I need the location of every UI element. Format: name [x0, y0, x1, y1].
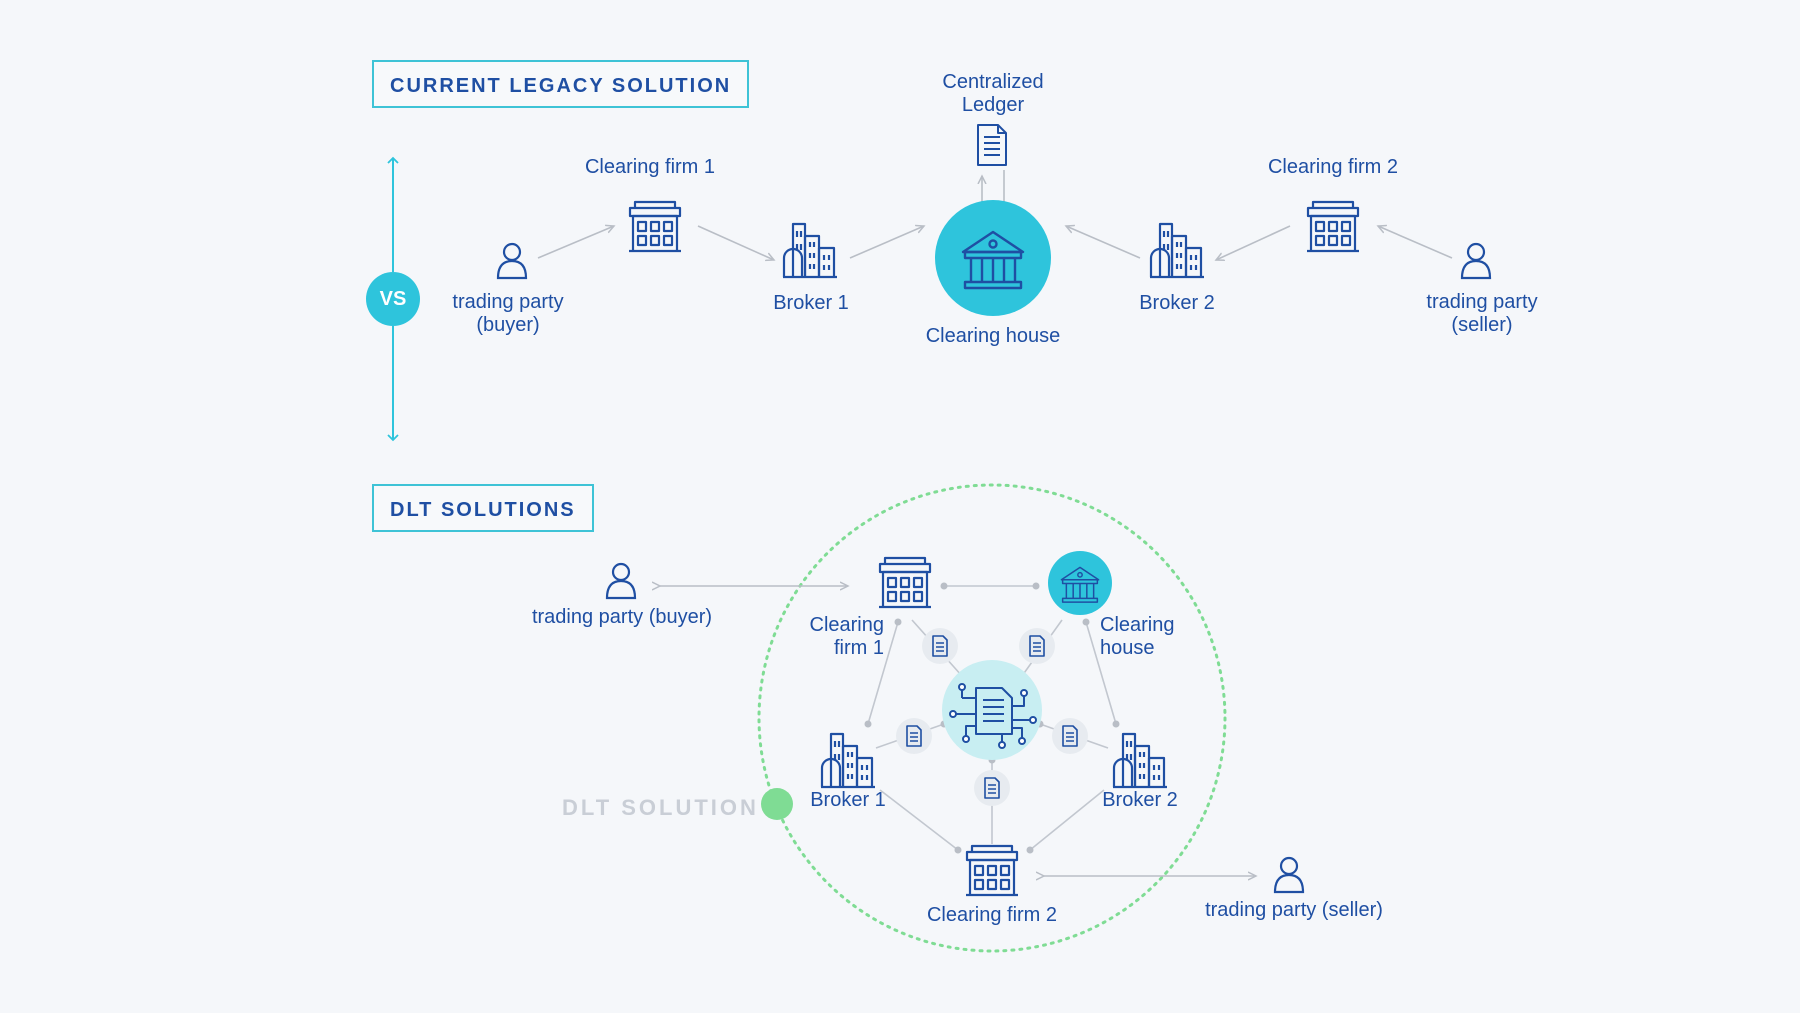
dlt-ledger-copy-icons	[896, 628, 1088, 806]
dlt-section-title: DLT SOLUTIONS	[372, 484, 594, 532]
dlt-hub-circuit-document-icon	[942, 660, 1042, 760]
legacy-seller-label-line2: (seller)	[1451, 314, 1513, 336]
centralized-ledger-label: Centralized Ledger	[942, 71, 1043, 117]
dlt-solution-watermark: DLT SOLUTION	[562, 795, 759, 820]
legacy-clearing-house-label: Clearing house	[925, 325, 1061, 347]
legacy-buyer-label-line2: (buyer)	[476, 314, 540, 336]
dlt-clearing-firm-1-label-line1: Clearing	[809, 614, 884, 636]
legacy-clearing-firm-2-label: Clearing firm 2	[1267, 156, 1399, 178]
dlt-clearing-house-label-line1: Clearing	[1100, 614, 1175, 636]
legacy-seller-label-line1: trading party	[1426, 291, 1538, 313]
dlt-clearing-firm-2-building-icon	[964, 844, 1020, 897]
legacy-clearing-firm-1-label: Clearing firm 1	[584, 156, 716, 178]
legacy-buyer-label: trading party (buyer)	[452, 291, 563, 337]
dlt-broker-1-label: Broker 1	[810, 789, 886, 811]
dlt-clearing-firm-2-label: Clearing firm 2	[926, 904, 1058, 926]
dlt-broker-2-city-icon	[1111, 732, 1169, 789]
legacy-buyer-label-line1: trading party	[452, 291, 564, 313]
legacy-buyer-person-icon	[496, 242, 528, 280]
dlt-clearing-house-bank-icon	[1048, 551, 1112, 615]
dlt-clearing-house-label-line2: house	[1100, 637, 1155, 659]
legacy-clearing-firm-2-building-icon	[1305, 200, 1361, 253]
link-badge	[761, 788, 793, 820]
centralized-ledger-label-line2: Ledger	[961, 94, 1025, 116]
legacy-broker-1-city-icon	[781, 222, 839, 279]
dlt-buyer-person-icon	[605, 562, 637, 600]
dlt-clearing-firm-1-label-line2: firm 1	[834, 637, 884, 659]
legacy-seller-label: trading party (seller)	[1426, 291, 1537, 337]
dlt-broker-2-label: Broker 2	[1102, 789, 1178, 811]
dlt-network-ring	[757, 483, 1227, 953]
legacy-seller-person-icon	[1460, 242, 1492, 280]
legacy-clearing-firm-1-building-icon	[627, 200, 683, 253]
centralized-ledger-document-icon	[977, 124, 1007, 166]
legacy-broker-2-label: Broker 2	[1139, 292, 1215, 314]
dlt-clearing-firm-1-building-icon	[877, 556, 933, 609]
dlt-clearing-firm-1-label: Clearing firm 1	[810, 614, 884, 660]
legacy-broker-2-city-icon	[1148, 222, 1206, 279]
legacy-broker-1-label: Broker 1	[773, 292, 849, 314]
dlt-broker-1-city-icon	[819, 732, 877, 789]
dlt-seller-label: trading party (seller)	[1205, 899, 1383, 921]
dlt-buyer-label: trading party (buyer)	[531, 606, 713, 628]
centralized-ledger-label-line1: Centralized	[942, 71, 1044, 93]
legacy-clearing-house-bank-icon	[935, 200, 1051, 316]
vs-badge: VS	[366, 272, 420, 326]
legacy-section-title: CURRENT LEGACY SOLUTION	[372, 60, 750, 108]
legacy-connectors	[537, 170, 1453, 260]
dlt-seller-person-icon	[1273, 856, 1305, 894]
dlt-clearing-house-label: Clearing house	[1100, 614, 1174, 660]
